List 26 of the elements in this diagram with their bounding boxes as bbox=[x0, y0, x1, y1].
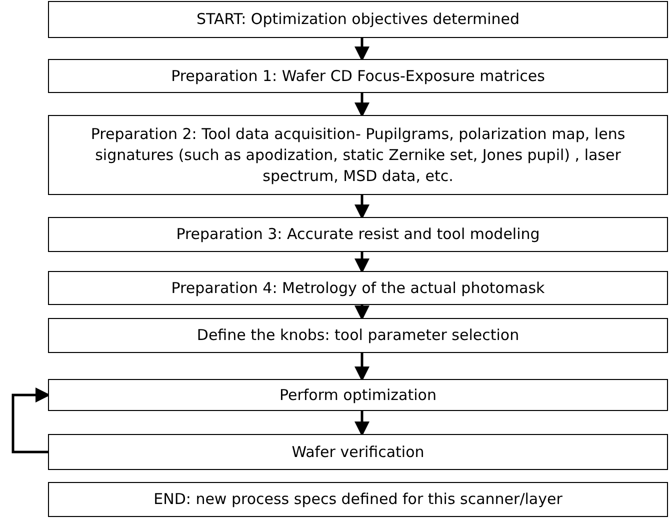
process-box bbox=[48, 115, 668, 195]
process-box bbox=[48, 482, 668, 517]
process-box bbox=[48, 434, 668, 470]
arrow bbox=[354, 305, 370, 320]
step-text: Preparation 4: Metrology of the actual photomask bbox=[171, 278, 545, 298]
arrow bbox=[354, 411, 370, 436]
step-text: Perform optimization bbox=[280, 384, 436, 406]
arrow bbox=[354, 195, 370, 220]
step-text: Preparation 3: Accurate resist and tool modeling bbox=[176, 224, 540, 245]
step-text: START: Optimization objectives determined bbox=[196, 9, 520, 30]
arrow bbox=[354, 252, 370, 274]
step-text: Preparation 2: Tool data acquisition- Pupilgrams, polarization map, lens signatures (such as apodization, static Zernike set, Jones pupil) , laser spectrum, MSD data, etc. bbox=[90, 124, 626, 186]
process-box bbox=[48, 1, 668, 38]
process-box bbox=[48, 271, 668, 305]
process-box bbox=[48, 379, 668, 411]
step-text: END: new process specs defined for this scanner/layer bbox=[154, 489, 562, 510]
arrow bbox=[354, 38, 370, 62]
arrow bbox=[354, 93, 370, 118]
step-text: Wafer verification bbox=[292, 442, 424, 462]
process-box bbox=[48, 59, 668, 93]
arrow bbox=[354, 353, 370, 382]
step-text: Define the knobs: tool parameter selection bbox=[196, 325, 520, 346]
process-box bbox=[48, 217, 668, 252]
arrow bbox=[12, 388, 50, 454]
process-box bbox=[48, 318, 668, 353]
step-text: Preparation 1: Wafer CD Focus-Exposure matrices bbox=[171, 66, 545, 86]
